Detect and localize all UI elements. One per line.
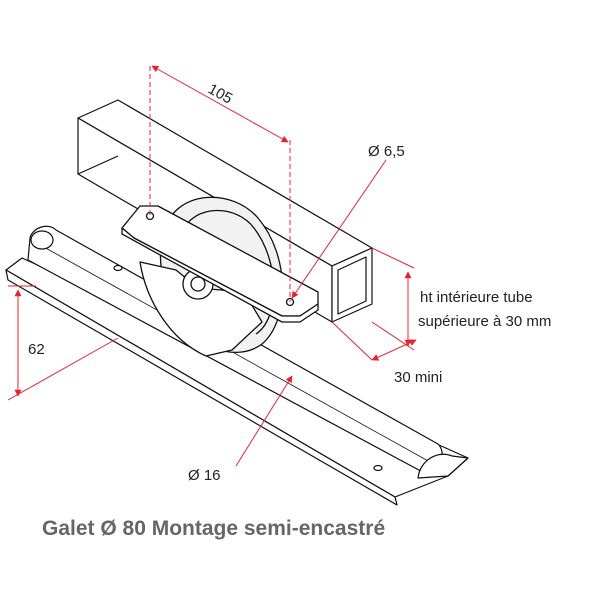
label-62: 62 [28,341,45,358]
wheel-assembly [121,196,319,357]
label-tube-height-1: ht intérieure tube [420,289,533,306]
label-105: 105 [205,81,235,108]
label-hole-diameter: Ø 6,5 [368,143,405,160]
dimension-105 [151,65,289,143]
label-rail-diameter: Ø 16 [188,467,221,484]
caption: Galet Ø 80 Montage semi-encastré [42,517,385,540]
extension-30-left [331,321,373,361]
leader-rail-diameter [235,375,293,467]
label-30-mini: 30 mini [394,369,442,386]
mounting-plate-thickness [121,227,319,323]
wheel-axle [190,276,206,292]
label-tube-height-2: supérieure à 30 mm [418,313,551,330]
rail-base-edge [5,269,398,506]
dimension-lines [7,65,417,467]
rail-end-profile [417,453,469,479]
rail-bar-end [30,230,54,250]
leader-hole-diameter [291,159,387,299]
rail-mounting-hole [113,264,123,272]
extension-tube-top [371,247,415,269]
dimension-30-mini [371,339,417,361]
tube-end-opening [337,256,367,315]
rail-mounting-hole [373,464,383,472]
extension-62-bottom [7,337,119,401]
